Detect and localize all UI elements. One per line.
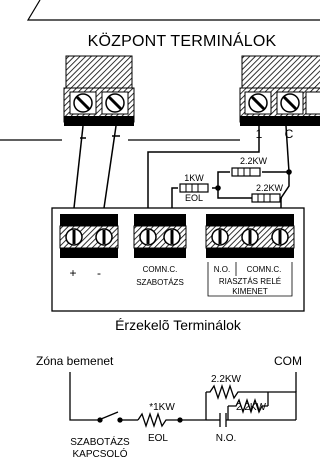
tamper-terminals-label: COMN.C. xyxy=(143,265,178,274)
resistor-2k2-top xyxy=(231,167,261,177)
panel-title: KÖZPONT TERMINÁLOK xyxy=(88,31,277,50)
wire-junction-dot xyxy=(215,185,221,191)
resistor-eol-tag: EOL xyxy=(185,193,203,203)
relay-com-nc-label: COMN.C. xyxy=(247,265,282,274)
tamper-switch-label-2: KAPCSOLÓ xyxy=(72,447,127,460)
relay-label-line1: RIASZTÁS RELÉ xyxy=(219,277,281,286)
wire-junction-dot xyxy=(286,169,292,175)
resistor-2k2-lower xyxy=(251,193,281,203)
zone-input-label: Zóna bemenet xyxy=(36,354,114,368)
sensor-board-title: Érzekelõ Terminálok xyxy=(115,317,242,333)
terminal-plus-label: + xyxy=(69,266,76,280)
resistor-2k2-lower-value: 2.2KW xyxy=(256,183,284,193)
terminal-minus-label: - xyxy=(97,266,101,280)
relay-label-box xyxy=(207,262,293,297)
panel-terminal-block-left xyxy=(63,55,135,139)
schematic-eol-tag: EOL xyxy=(148,433,168,444)
sensor-relay-terminal-block xyxy=(205,214,295,258)
schematic-circuit xyxy=(69,372,297,429)
screw-terminal xyxy=(69,91,97,115)
sensor-power-terminal-block xyxy=(59,214,119,258)
com-label: COM xyxy=(274,354,302,368)
relay-label-line2: KIMENET xyxy=(232,287,268,296)
relay-no-label: N.O. xyxy=(214,265,230,274)
panel-terminal-block-right xyxy=(239,55,320,126)
resistor-2k2-top-value: 2.2KW xyxy=(240,156,268,166)
sensor-tamper-terminal-block xyxy=(133,214,187,258)
screw-terminal xyxy=(244,91,272,115)
screw-terminal xyxy=(101,91,129,115)
schematic-no-label: N.O. xyxy=(216,433,237,444)
resistor-eol-value: 1KW xyxy=(184,173,204,183)
terminal-c-label: C xyxy=(285,127,294,141)
schematic-r-mid-value: 2.2KW xyxy=(236,402,267,413)
screw-terminal xyxy=(276,91,304,115)
wiring xyxy=(73,125,290,209)
schematic-r-top-value: 2.2KW xyxy=(211,374,242,385)
schematic-eol-value: *1KW xyxy=(149,402,175,413)
resistor-eol-1k xyxy=(179,183,209,193)
tamper-switch-label-1: SZABOTÁZS xyxy=(70,435,130,448)
tamper-label: SZABOTÁZS xyxy=(136,278,184,287)
